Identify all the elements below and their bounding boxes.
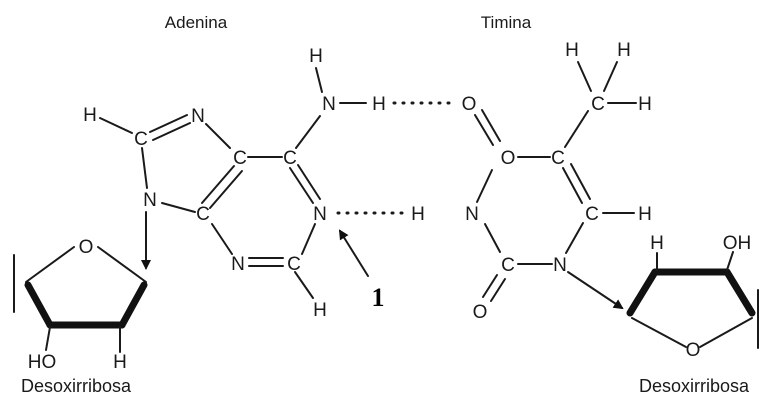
atom-c5-thymine: C [551,148,565,169]
atom-h-right-sugar: H [650,233,664,254]
atom-h-n3: H [411,204,425,225]
thymine-title: Timina [481,13,532,32]
right-deoxyribose-ring [626,251,759,349]
adenine-bonds [99,67,367,299]
atom-h-c6: H [638,204,652,225]
atom-c2-thymine: C [501,255,515,276]
atom-n1: N [313,204,327,225]
thymine-bonds [474,61,637,310]
atom-h-methyl-side: H [638,94,652,115]
left-deoxyribose-ring [13,246,148,353]
atom-o-left-sugar: O [79,237,94,258]
atom-c8: C [134,129,148,150]
atom-c2: C [287,254,301,275]
atom-n7: N [191,106,205,127]
atom-o-ring: O [501,148,516,169]
marker-arrow [338,229,369,277]
atom-c4: C [196,204,210,225]
atom-h-amine-top: H [309,46,323,67]
atom-n3: N [231,254,245,275]
atom-o-carbonyl-bottom: O [473,302,488,323]
atom-n9: N [143,190,157,211]
atom-c6: C [283,148,297,169]
atom-oh-right-sugar: OH [723,233,752,254]
atom-ho-left-sugar: HO [28,352,57,373]
atom-c5: C [233,148,247,169]
atom-h-methyl-left: H [565,40,579,61]
atom-h-c2: H [313,300,327,321]
atom-n-amine: N [322,94,336,115]
atom-c6-thymine: C [585,204,599,225]
adenine-title: Adenina [165,13,228,32]
atom-h-c8: H [83,105,97,126]
atom-o-right-sugar: O [686,340,701,361]
right-sugar-caption: Desoxirribosa [639,376,750,396]
atom-c-methyl: C [591,94,605,115]
atom-n3-thymine: N [465,204,479,225]
marker-label: 1 [372,283,385,312]
hydrogen-bonds [336,101,458,215]
atom-o-carbonyl-top: O [462,94,477,115]
atom-n1-thymine: N [553,255,567,276]
left-sugar-caption: Desoxirribosa [21,376,132,396]
atom-h-methyl-right: H [617,40,631,61]
atom-h-left-sugar: H [113,352,127,373]
atom-h-amine-right: H [372,94,386,115]
